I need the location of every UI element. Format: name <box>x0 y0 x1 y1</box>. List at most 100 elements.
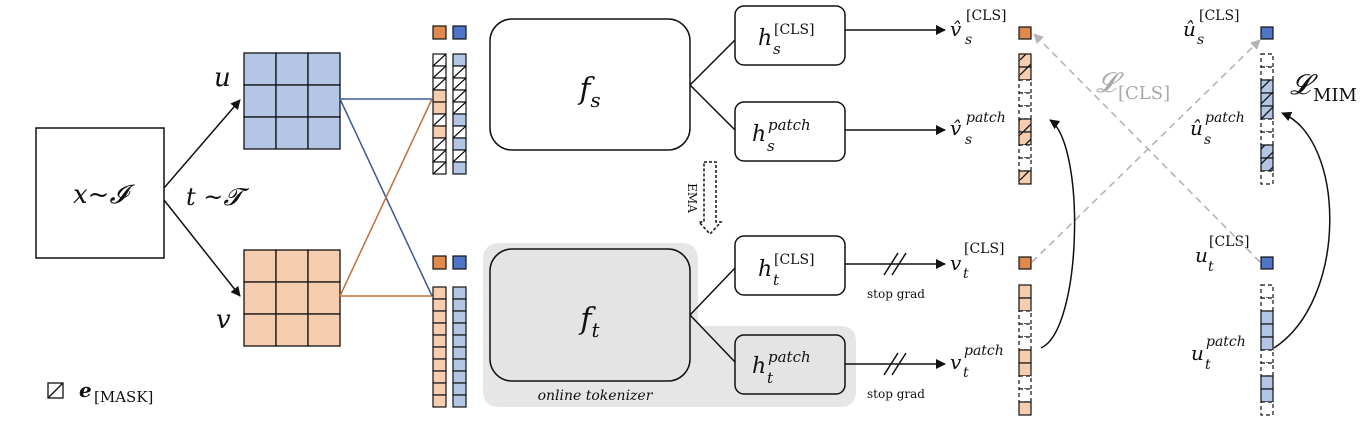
grid-patch <box>275 249 309 283</box>
svg-text:s: s <box>773 40 781 58</box>
student-patch-token-hatch <box>432 137 447 151</box>
grid-patch <box>275 84 309 118</box>
grid-patch <box>243 313 277 347</box>
student-patch-token <box>452 137 467 151</box>
output-label-us-patch: û patch s <box>1190 110 1245 148</box>
grid-patch <box>275 116 309 150</box>
output-label-ut-patch: u patch t <box>1191 334 1246 373</box>
ema-arrow: EMA <box>685 161 723 236</box>
svg-text:h: h <box>752 122 766 147</box>
teacher-patch-token <box>432 370 447 384</box>
augmentation-label: t ~𝓣 <box>186 183 249 211</box>
svg-text:v̂: v̂ <box>950 17 962 41</box>
view-u-patch-grid <box>243 52 341 150</box>
svg-text:û: û <box>1190 116 1203 140</box>
mim-loss-curved-arrows <box>1040 111 1331 349</box>
stop-grad-label-patch: stop grad <box>867 387 925 401</box>
output-label-vt-patch: v patch t <box>950 343 1004 381</box>
output-vs-patch <box>1018 53 1032 68</box>
svg-text:[CLS]: [CLS] <box>964 241 1005 257</box>
student-patch-token-hatch <box>452 149 467 163</box>
student-patch-token-hatch <box>432 161 447 175</box>
svg-text:û: û <box>1183 17 1196 41</box>
teacher-patch-token <box>452 394 467 408</box>
output-us-patch <box>1260 92 1274 107</box>
output-token-columns <box>1018 26 1274 416</box>
teacher-patch-token <box>452 286 467 300</box>
teacher-patch-token <box>432 298 447 312</box>
output-vt-empty <box>1018 375 1032 390</box>
student-cls-head: h [CLS] s <box>734 5 846 66</box>
output-vt-patch <box>1018 284 1032 299</box>
grid-patch <box>275 52 309 86</box>
view-v-label: v <box>216 305 231 335</box>
input-x: x <box>73 180 88 210</box>
augmentation-arrows <box>163 99 241 297</box>
svg-text:t: t <box>1208 259 1214 275</box>
student-patch-token-hatch <box>432 65 447 79</box>
output-us-empty <box>1260 66 1274 81</box>
output-us-patch <box>1260 105 1274 120</box>
view-v-patch-grid <box>243 249 341 347</box>
svg-text:patch: patch <box>768 116 811 134</box>
student-patch-token-hatch <box>432 113 447 127</box>
student-patch-token-hatch <box>452 125 467 139</box>
teacher-patch-token <box>432 310 447 324</box>
output-vt-patch <box>1018 362 1032 377</box>
output-us-empty <box>1260 170 1274 185</box>
output-ut-empty <box>1260 401 1274 416</box>
student-patch-token <box>432 89 447 103</box>
grid-patch <box>243 116 277 150</box>
output-label-ut-cls: u [CLS] t <box>1195 234 1250 275</box>
view-to-sequence-lines <box>339 98 433 297</box>
output-us-patch <box>1260 157 1274 172</box>
svg-text:s: s <box>767 137 775 155</box>
output-label-us-cls: û [CLS] s <box>1183 8 1240 48</box>
svg-text:x~𝓘: x~𝓘 <box>73 180 135 210</box>
student-patch-token <box>432 101 447 115</box>
teacher-network-box: ft <box>489 248 691 382</box>
student-patch-token-hatch <box>432 77 447 91</box>
teacher-patch-token <box>432 286 447 300</box>
grid-patch <box>307 313 341 347</box>
output-us-patch <box>1260 79 1274 94</box>
grid-patch <box>275 281 309 315</box>
svg-text:[CLS]: [CLS] <box>1209 234 1250 250</box>
teacher-patch-token <box>452 382 467 396</box>
teacher-cls-head: h [CLS] t <box>734 235 846 296</box>
output-ut-cls <box>1260 256 1274 270</box>
svg-text:t: t <box>963 266 969 282</box>
svg-text:[CLS]: [CLS] <box>966 8 1007 24</box>
student-cls-token-blue <box>452 25 467 40</box>
output-vt-empty <box>1018 336 1032 351</box>
teacher-patch-token <box>452 346 467 360</box>
output-vt-empty <box>1018 388 1032 403</box>
output-us-empty <box>1260 118 1274 133</box>
svg-text:EMA: EMA <box>685 183 699 213</box>
teacher-patch-token <box>452 370 467 384</box>
output-vs-patch <box>1018 66 1032 81</box>
output-vs-empty <box>1018 144 1032 159</box>
student-patch-token-hatch <box>452 89 467 103</box>
svg-text:[CLS]: [CLS] <box>1199 8 1240 24</box>
output-ut-empty <box>1260 297 1274 312</box>
output-ut-empty <box>1260 284 1274 299</box>
svg-text:patch: patch <box>1205 110 1245 126</box>
output-vs-empty <box>1018 157 1032 172</box>
output-vt-patch <box>1018 349 1032 364</box>
student-patch-token <box>452 113 467 127</box>
grid-patch <box>307 52 341 86</box>
online-tokenizer-caption: online tokenizer <box>538 388 654 404</box>
svg-text:u: u <box>1195 243 1208 267</box>
svg-text:MIM: MIM <box>1313 85 1357 106</box>
teacher-cls-token-orange <box>432 255 447 270</box>
svg-text:v: v <box>950 350 962 374</box>
svg-text:t: t <box>767 369 774 387</box>
teacher-patch-token <box>432 382 447 396</box>
output-label-vs-patch: v̂ patch s <box>950 110 1006 148</box>
teacher-patch-head: h patch t <box>734 334 846 395</box>
head-output-arrows <box>845 25 946 369</box>
teacher-patch-token <box>432 322 447 336</box>
output-vt-empty <box>1018 323 1032 338</box>
